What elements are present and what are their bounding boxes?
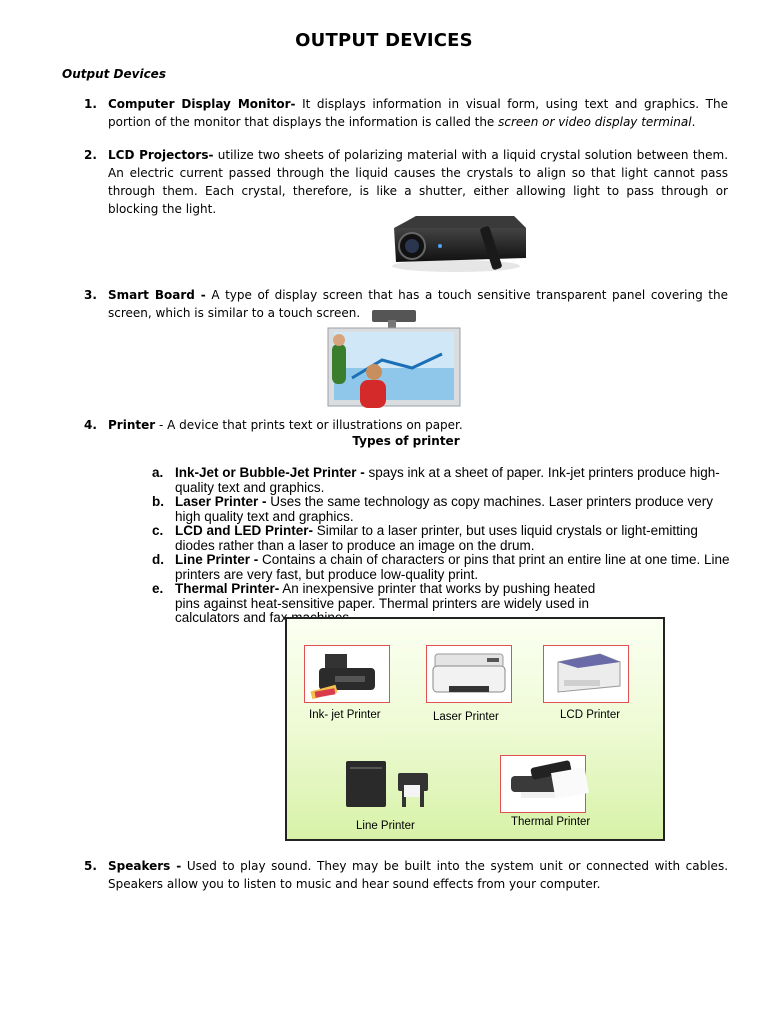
item-term: Smart Board -	[108, 288, 206, 302]
item-letter: e.	[152, 581, 164, 596]
item-number: 5.	[84, 859, 97, 873]
item-term: LCD and LED Printer-	[175, 523, 314, 538]
item-number: 1.	[84, 97, 97, 111]
item-text: Uses the same technology as copy machine…	[175, 494, 714, 524]
item-text: Contains a chain of characters or pins t…	[175, 552, 730, 582]
printer-type-item: e. Thermal Printer- An inexpensive print…	[152, 581, 622, 626]
item-term: Laser Printer -	[175, 494, 267, 509]
item-text: - A device that prints text or illustrat…	[155, 418, 463, 432]
item-emphasis: screen or video display terminal	[498, 115, 692, 129]
printer-type-item: a. Ink-Jet or Bubble-Jet Printer - spays…	[152, 465, 732, 495]
item-term: Computer Display Monitor-	[108, 97, 296, 111]
item-term: Printer	[108, 418, 156, 432]
list-item-speakers: 5. Speakers - Used to play sound. They m…	[84, 857, 728, 893]
item-term: Thermal Printer-	[175, 581, 280, 596]
inkjet-printer-label: Ink- jet Printer	[309, 709, 381, 721]
item-term: LCD Projectors-	[108, 148, 214, 162]
item-term: Speakers -	[108, 859, 182, 873]
list-item-smart-board: 3. Smart Board - A type of display scree…	[84, 286, 728, 322]
thermal-printer-image	[500, 755, 589, 813]
section-subtitle: Output Devices	[62, 67, 166, 81]
printer-types-list: a. Ink-Jet or Bubble-Jet Printer - spays…	[152, 465, 732, 626]
item-letter: d.	[152, 552, 164, 567]
item-number: 4.	[84, 418, 97, 432]
lcd-printer-image	[543, 645, 629, 703]
inkjet-printer-image	[304, 645, 390, 703]
item-letter: a.	[152, 465, 164, 480]
item-tail: .	[691, 115, 696, 129]
projector-image	[392, 216, 526, 272]
item-number: 3.	[84, 288, 97, 302]
line-printer-label: Line Printer	[356, 820, 415, 832]
item-text: A type of display screen that has a touc…	[108, 288, 728, 320]
item-term: Ink-Jet or Bubble-Jet Printer -	[175, 465, 365, 480]
printer-type-item: b. Laser Printer - Uses the same technol…	[152, 494, 732, 524]
page-title: OUTPUT DEVICES	[295, 30, 473, 51]
thermal-printer-label: Thermal Printer	[511, 816, 591, 828]
types-of-printer-heading: Types of printer	[352, 434, 460, 448]
laser-printer-label: Laser Printer	[433, 711, 499, 723]
item-number: 2.	[84, 148, 97, 162]
item-letter: b.	[152, 494, 164, 509]
smart-board-image	[327, 310, 461, 408]
item-term: Line Printer -	[175, 552, 259, 567]
laser-printer-image	[426, 645, 512, 703]
printer-type-item: d. Line Printer - Contains a chain of ch…	[152, 552, 732, 582]
item-text: It displays information in visual form, …	[108, 97, 729, 129]
printer-types-figure: Ink- jet Printer Laser Printer LCD Print…	[285, 617, 665, 841]
list-item-monitor: 1. Computer Display Monitor- It displays…	[84, 95, 728, 131]
lcd-printer-label: LCD Printer	[560, 709, 621, 721]
list-item-printer: 4. Printer - A device that prints text o…	[84, 416, 728, 434]
printer-type-item: c. LCD and LED Printer- Similar to a las…	[152, 523, 732, 553]
item-letter: c.	[152, 523, 164, 538]
item-text: Similar to a laser printer, but uses liq…	[175, 523, 698, 553]
line-printer-image	[338, 757, 428, 815]
list-item-lcd-projector: 2. LCD Projectors- utilize two sheets of…	[84, 146, 728, 218]
item-text: Used to play sound. They may be built in…	[108, 859, 729, 891]
item-text: spays ink at a sheet of paper. Ink-jet p…	[175, 465, 720, 495]
item-text: utilize two sheets of polarizing materia…	[108, 148, 729, 216]
